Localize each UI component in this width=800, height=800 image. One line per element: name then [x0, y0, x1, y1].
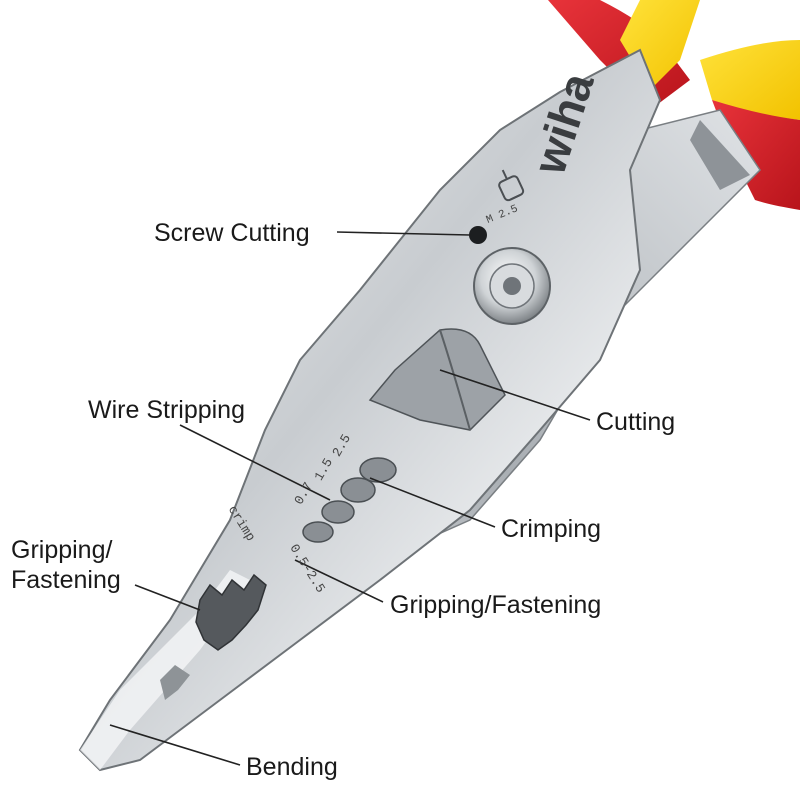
serrated-grip [195, 573, 267, 651]
stripping-notches [302, 457, 397, 543]
leader-bending [109, 724, 241, 766]
screw-cutting-hole [469, 226, 487, 244]
leader-gripping-left [134, 584, 201, 611]
screw-icon [498, 169, 525, 202]
leader-wire-stripping [179, 424, 331, 501]
pivot-bolt [473, 247, 551, 325]
leader-gripping-right [294, 559, 384, 603]
label-crimping: Crimping [501, 515, 602, 543]
leader-lines [109, 231, 591, 766]
leader-cutting [439, 369, 591, 421]
label-wire-stripping: Wire Stripping [88, 396, 245, 424]
label-screw-cutting: Screw Cutting [154, 219, 310, 247]
cutting-edge [368, 328, 506, 431]
label-bending: Bending [246, 753, 338, 781]
label-gripping-fastening-left-1: Gripping/ [11, 536, 113, 564]
leader-crimping [369, 477, 496, 528]
label-gripping-fastening-left-2: Fastening [11, 566, 121, 594]
leader-screw-cutting [336, 231, 471, 236]
label-gripping-fastening-right: Gripping/Fastening [390, 591, 602, 619]
label-cutting: Cutting [596, 408, 676, 436]
